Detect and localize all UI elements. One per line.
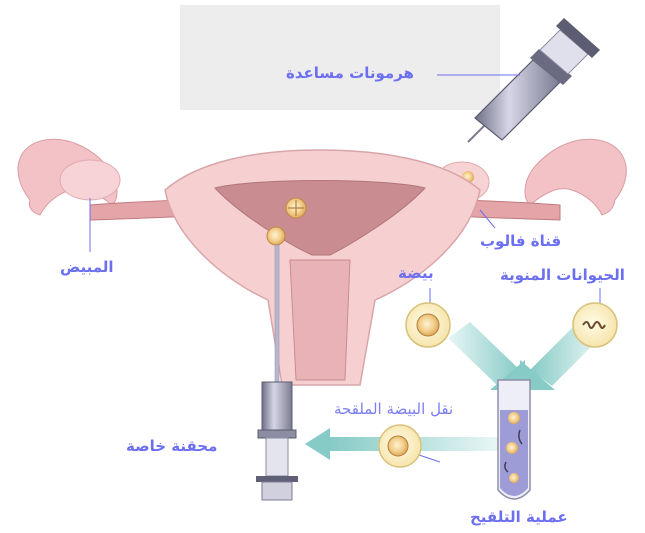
fertilization-label: عملية التلقيح [470, 508, 568, 526]
test-tube [498, 380, 530, 499]
ovary-label: المبيض [60, 258, 114, 276]
syringe-label: محقنة خاصة [126, 437, 217, 455]
hormones-label: هرمونات مساعدة [286, 64, 414, 82]
fallopian-tube-label: قناة فالوب [480, 232, 561, 250]
cervix [290, 260, 350, 380]
sperm-cell [573, 303, 617, 347]
egg-label: بيضة [398, 264, 434, 282]
watermark [180, 5, 500, 110]
catheter [275, 245, 279, 385]
transfer-label: نقل البيضة الملقحة [334, 400, 453, 418]
left-ovary [60, 160, 120, 200]
special-syringe [256, 382, 298, 500]
sperm-label: الحيوانات المنوية [500, 266, 625, 284]
embryo [267, 227, 285, 245]
egg-cell [406, 303, 450, 347]
fertilized-egg [379, 425, 421, 467]
